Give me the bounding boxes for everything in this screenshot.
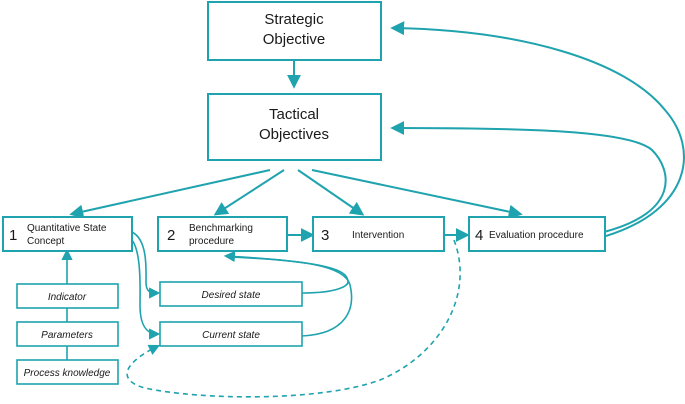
step2-benchmarking-procedure: 2 Benchmarking procedure — [157, 216, 288, 252]
process-knowledge-node: Process knowledge — [16, 359, 119, 385]
step3-label: Intervention — [352, 230, 404, 241]
step3-intervention: 3 Intervention — [312, 216, 445, 252]
indicator-label: Indicator — [48, 292, 87, 303]
strategic-line2: Objective — [263, 31, 326, 48]
connectors — [61, 21, 685, 398]
current-state-label: Current state — [202, 330, 260, 341]
step4-number: 4 — [475, 227, 483, 244]
strategic-objective-node: Strategic Objective — [207, 1, 382, 61]
step2-number: 2 — [167, 227, 175, 244]
tactical-line1: Tactical — [269, 106, 319, 123]
step1-line2: Concept — [27, 236, 64, 247]
arrow-tactical-to-step3 — [297, 169, 365, 216]
strategic-line1: Strategic — [264, 11, 324, 28]
feedback-step4-to-tactical — [390, 121, 667, 233]
feedback-step4-to-strategic — [390, 21, 685, 237]
step1-number: 1 — [9, 227, 17, 244]
step1-line1: Quantitative State — [27, 223, 107, 234]
desired-state-node: Desired state — [159, 281, 303, 307]
dashed-intervention-to-current-state — [126, 239, 461, 398]
parameters-label: Parameters — [41, 330, 93, 341]
step4-label: Evaluation procedure — [489, 230, 584, 241]
indicator-node: Indicator — [16, 283, 119, 309]
step2-line2: procedure — [189, 236, 234, 247]
tactical-line2: Objectives — [259, 126, 329, 143]
arrow-step1-to-desired-state — [131, 231, 161, 299]
parameters-node: Parameters — [16, 321, 119, 347]
step1-quantitative-state-concept: 1 Quantitative State Concept — [2, 216, 133, 252]
arrow-tactical-to-step1 — [69, 169, 271, 219]
process-knowledge-label: Process knowledge — [24, 368, 111, 379]
arrow-step1-to-current-state — [129, 237, 161, 340]
arrow-tactical-to-step2 — [213, 169, 285, 216]
step2-line1: Benchmarking — [189, 223, 253, 234]
desired-state-label: Desired state — [202, 290, 261, 301]
arrow-tactical-to-step4 — [311, 169, 523, 219]
current-state-node: Current state — [159, 321, 303, 347]
tactical-objectives-node: Tactical Objectives — [207, 93, 382, 161]
arrow-current-state-to-step2 — [229, 256, 353, 337]
step3-number: 3 — [321, 227, 329, 244]
step4-evaluation-procedure: 4 Evaluation procedure — [468, 216, 606, 252]
